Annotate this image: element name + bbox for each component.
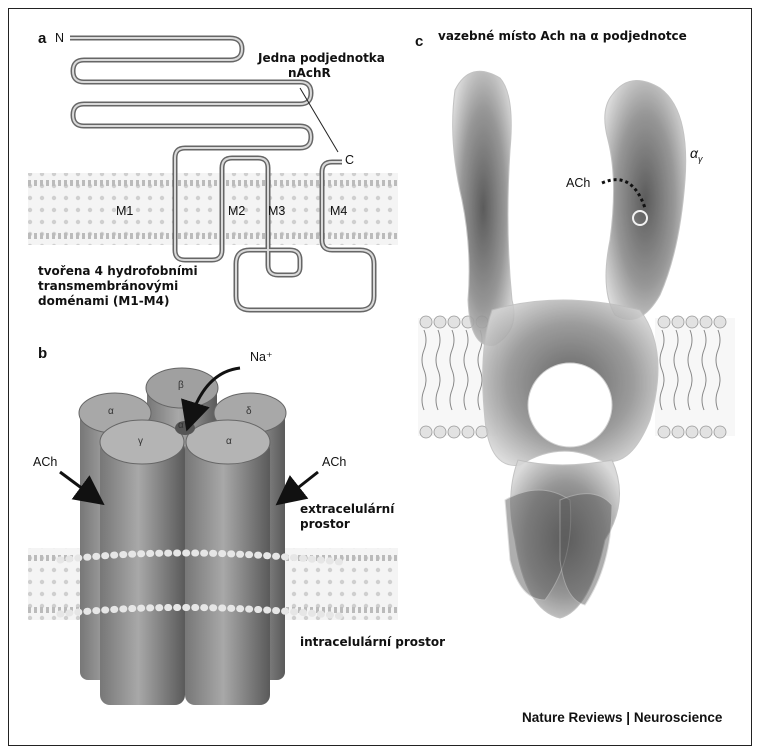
panel-c-title: vazebné místo Ach na α podjednotce (438, 30, 687, 44)
caption-a-line2: transmembránovými (38, 280, 178, 294)
panel-label-b: b (38, 345, 47, 362)
ach-label-c: ACh (566, 176, 590, 190)
c-terminus-label: C (345, 153, 354, 167)
intracellular-label: intracelulární prostor (300, 636, 445, 650)
ach-arrow-right (285, 472, 318, 498)
panel-b-diagram (28, 368, 398, 705)
subunit-beta-label: β (178, 380, 184, 392)
receptor-density-map (453, 71, 686, 618)
subunit-cylinder-front-right (185, 440, 270, 705)
extracellular-label-line2: prostor (300, 518, 350, 532)
panel-c-diagram (418, 71, 735, 618)
membrane-right-c (655, 316, 735, 438)
caption-a-line1: tvořena 4 hydrofobními (38, 265, 198, 279)
panel-label-c: c (415, 33, 423, 50)
domain-label-m3: M3 (268, 204, 285, 218)
subunit-alpha-label-2: α (178, 420, 184, 432)
subunit-alpha-label-3: α (226, 436, 232, 448)
domain-label-m4: M4 (330, 204, 347, 218)
n-terminus-label: N (55, 31, 64, 45)
subunit-cylinder-front-left (100, 440, 185, 705)
ach-label-left: ACh (33, 455, 57, 469)
alpha-label: α (690, 145, 698, 161)
journal-credit: Nature Reviews | Neuroscience (522, 710, 722, 726)
caption-a-line3: doménami (M1-M4) (38, 295, 169, 309)
subunit-delta-label: δ (246, 406, 252, 418)
alpha-subscript: γ (698, 154, 703, 164)
subunit-pointer-line (300, 88, 338, 152)
domain-label-m2: M2 (228, 204, 245, 218)
extracellular-label-line1: extracelulární (300, 503, 394, 517)
subunit-title-line2: nAchR (288, 67, 331, 81)
alpha-gamma-label: αγ (690, 145, 702, 164)
subunit-alpha-label-1: α (108, 406, 114, 418)
ion-label: Na⁺ (250, 350, 273, 364)
ach-label-right: ACh (322, 455, 346, 469)
subunit-title-line1: Jedna podjednotka (258, 52, 385, 66)
panel-label-a: a (38, 30, 46, 47)
subunit-gamma-label: γ (138, 436, 143, 448)
domain-label-m1: M1 (116, 204, 133, 218)
